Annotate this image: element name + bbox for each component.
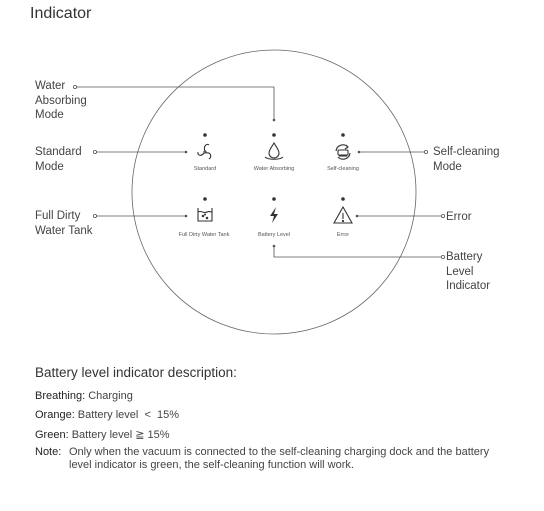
green-term: Green: — [35, 429, 69, 441]
note: Note: Only when the vacuum is connected … — [35, 446, 489, 471]
orange-text: Battery level < 15% — [74, 409, 179, 421]
orange-line: Orange: Battery level < 15% — [35, 409, 179, 421]
label-standard-mode: Standard Mode — [35, 146, 82, 173]
page-title: Indicator — [30, 5, 92, 22]
control-panel-outline — [131, 49, 417, 335]
breathing-line: Breathing: Charging — [35, 390, 133, 402]
lightning-icon — [270, 207, 278, 223]
caption-battery-level: Battery Level — [257, 232, 291, 238]
caption-error: Error — [336, 232, 350, 238]
water-drop-icon — [264, 141, 284, 160]
label-battery-level-indicator: Battery Level Indicator — [446, 251, 491, 292]
label-full-dirty-water-tank: Full Dirty Water Tank — [35, 210, 93, 237]
caption-self-cleaning: Self-cleaning — [327, 166, 359, 172]
caption-full-dirty-water-tank: Full Dirty Water Tank — [178, 232, 230, 238]
warning-icon — [333, 205, 353, 224]
note-term: Note: — [35, 446, 62, 458]
breathing-term: Breathing: — [35, 390, 86, 402]
label-error: Error — [446, 211, 472, 223]
battery-description-heading: Battery level indicator description: — [35, 365, 237, 380]
label-water-absorbing-mode: Water Absorbing Mode — [35, 80, 87, 121]
leader-line-water-absorbing — [75, 86, 275, 120]
fan-icon — [197, 143, 212, 160]
note-text: Only when the vacuum is connected to the… — [69, 446, 490, 471]
caption-standard: Standard — [193, 166, 217, 172]
self-clean-icon — [335, 144, 351, 160]
orange-term: Orange: — [35, 409, 75, 421]
leader-line-battery — [273, 246, 443, 258]
green-line: Green: Battery level ≧ 15% — [35, 428, 170, 441]
label-self-cleaning-mode: Self-cleaning Mode — [433, 146, 500, 173]
indicator-diagram — [73, 49, 445, 335]
caption-water-absorbing: Water Absorbing — [253, 166, 295, 172]
breathing-text: Charging — [85, 390, 133, 402]
green-text: Battery level ≧ 15% — [68, 429, 170, 441]
tank-icon — [197, 208, 213, 222]
